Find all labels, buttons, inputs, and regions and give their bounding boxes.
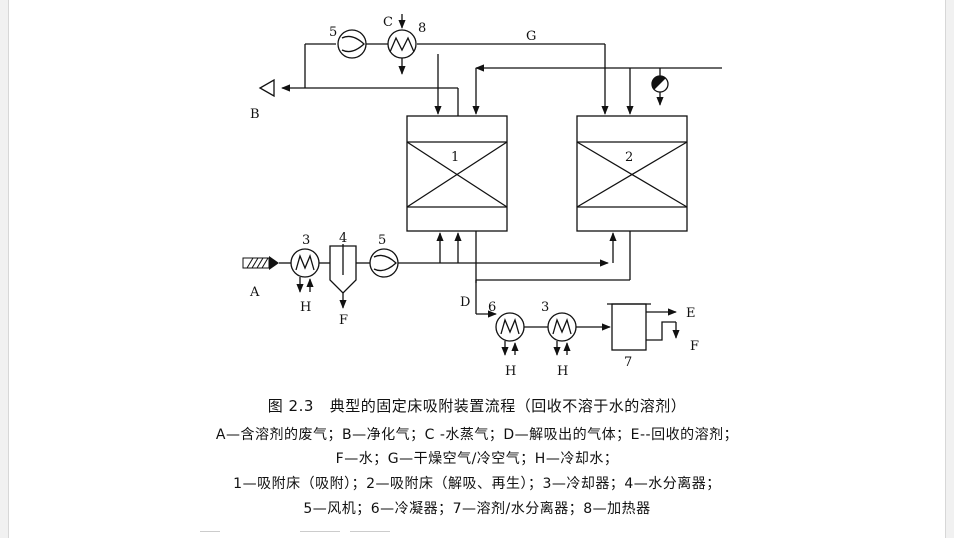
label-3-right: 3 [541, 300, 549, 315]
window-left-edge [0, 0, 9, 538]
cold-air-line [472, 64, 722, 115]
purified-gas-line [281, 43, 459, 116]
label-g: G [526, 29, 536, 44]
label-8: 8 [418, 21, 426, 36]
solvent-water-separator-7 [607, 303, 680, 351]
outlet-b-arrow [258, 78, 275, 98]
adsorber-1 [406, 115, 508, 232]
legend-line-1: A—含溶剂的废气；B—净化气；C -水蒸气；D—解吸出的气体；E--回收的溶剂； [215, 427, 739, 443]
heater-8 [387, 14, 417, 75]
label-f-left: F [339, 313, 348, 328]
label-b: B [250, 107, 260, 122]
label-h-left: H [300, 300, 311, 315]
label-2: 2 [625, 150, 633, 165]
g-air-line [417, 43, 609, 115]
label-6: 6 [488, 300, 496, 315]
label-7: 7 [624, 355, 632, 370]
cropped-text-stub [300, 531, 340, 532]
adsorber-2 [576, 115, 688, 232]
cooler-3 [290, 248, 320, 293]
cooler-3-lower [547, 312, 577, 356]
label-5-top: 5 [329, 25, 337, 40]
label-e: E [686, 306, 696, 321]
condenser-6 [495, 312, 525, 356]
water-separator-4 [329, 244, 357, 309]
legend-line-3: 1—吸附床（吸附）；2—吸附床（解吸、再生）；3—冷却器；4—水分离器； [233, 476, 721, 492]
process-flow-diagram: 5 C 8 G B 1 2 3 4 5 A H F D 6 3 H H 7 E … [242, 14, 722, 379]
label-h-right: H [557, 364, 568, 379]
legend-line-4: 5—风机；6—冷凝器；7—溶剂/水分离器；8—加热器 [303, 501, 651, 517]
inlet-a-arrow [242, 256, 279, 270]
label-5-bottom: 5 [378, 233, 386, 248]
label-4: 4 [339, 231, 347, 246]
fan-5-top [337, 29, 367, 59]
label-3-left: 3 [302, 233, 310, 248]
fan-5-bottom [369, 248, 399, 278]
control-valve [651, 75, 669, 106]
label-d: D [460, 295, 470, 310]
legend-line-2: F—水；G—干燥空气/冷空气；H—冷却水； [335, 451, 619, 467]
label-1: 1 [451, 150, 459, 165]
label-a: A [249, 285, 260, 300]
cropped-text-stub [350, 531, 390, 532]
label-c: C [383, 15, 393, 30]
window-right-edge [945, 0, 954, 538]
label-h-mid: H [505, 364, 516, 379]
figure-title: 图 2.3 典型的固定床吸附装置流程（回收不溶于水的溶剂） [267, 397, 687, 415]
cropped-text-stub [200, 531, 220, 532]
label-f-right: F [690, 339, 699, 354]
